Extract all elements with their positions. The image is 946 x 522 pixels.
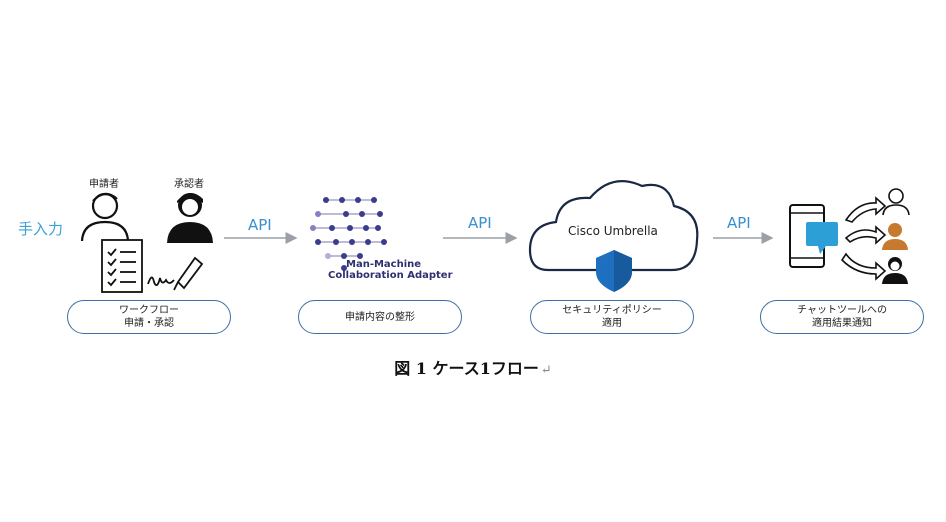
checklist-icon	[101, 239, 143, 293]
manual-input-label: 手入力	[18, 220, 64, 238]
figure-caption: 図 1 ケース1フロー↵	[0, 355, 946, 379]
phone-chat-icon	[789, 204, 838, 268]
step-notify: チャットツールへの 適用結果通知	[760, 300, 924, 334]
caption-text: 図 1 ケース1フロー	[394, 359, 539, 378]
cloud-label: Cisco Umbrella	[568, 224, 658, 238]
step-line: チャットツールへの	[797, 305, 887, 316]
cloud-icon	[528, 180, 699, 272]
api-label-3: API	[727, 214, 751, 232]
step-line: セキュリティポリシー	[562, 305, 662, 316]
step-line: 申請内容の整形	[345, 311, 415, 323]
step-line: ワークフロー	[119, 305, 179, 316]
adapter-logo-icon	[310, 197, 387, 271]
step-workflow: ワークフロー 申請・承認	[67, 300, 231, 334]
approver-icon	[167, 192, 213, 243]
step-line: 適用	[602, 318, 622, 329]
return-mark-icon: ↵	[540, 363, 552, 378]
shield-icon	[596, 250, 632, 292]
step-line: 適用結果通知	[812, 318, 872, 329]
step-format: 申請内容の整形	[298, 300, 462, 334]
recipient-orange-icon	[882, 223, 908, 250]
api-label-2: API	[468, 214, 492, 232]
signature-pen-icon	[147, 256, 204, 291]
approver-label: 承認者	[174, 179, 204, 190]
recipient-outline-icon	[882, 188, 910, 216]
adapter-name-line1: Man-Machine	[346, 259, 422, 270]
step-line: 申請・承認	[124, 318, 174, 329]
applicant-label: 申請者	[89, 179, 119, 190]
applicant-icon	[80, 192, 130, 242]
recipient-black-icon	[882, 257, 908, 284]
notify-arrows	[840, 196, 887, 281]
adapter-name-line2: Collaboration Adapter	[328, 270, 453, 281]
api-label-1: API	[248, 216, 272, 234]
step-policy: セキュリティポリシー 適用	[530, 300, 694, 334]
